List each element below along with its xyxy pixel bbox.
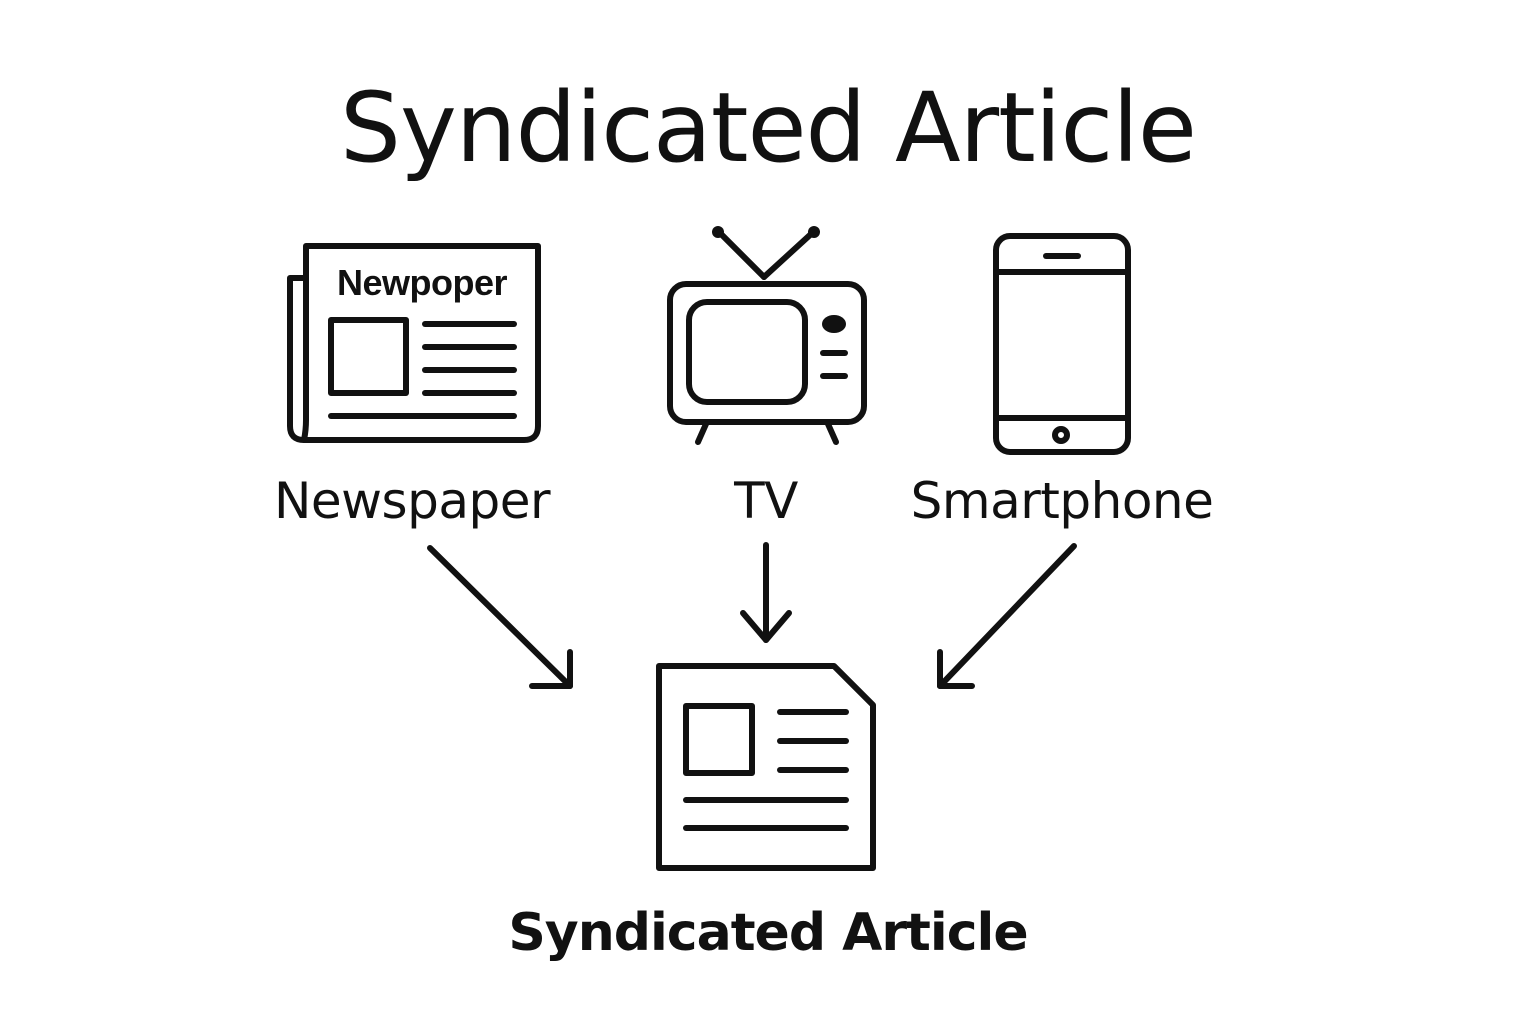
- tv-icon: [667, 232, 867, 445]
- arrow-tv-to-article: [740, 542, 792, 643]
- source-label-smartphone: Smartphone: [910, 472, 1214, 530]
- arrow-smartphone-to-article: [937, 543, 1077, 689]
- tv-antenna-tips: [712, 226, 846, 333]
- source-label-tv: TV: [734, 472, 798, 530]
- target-label: Syndicated Article: [508, 903, 1028, 963]
- source-label-newspaper: Newspaper: [273, 472, 551, 530]
- diagram-title: Syndicated Article: [340, 72, 1197, 184]
- newspaper-masthead: Newpoper: [336, 262, 508, 303]
- arrow-newspaper-to-article: [427, 545, 573, 689]
- article-icon: [656, 663, 876, 871]
- newspaper-icon: [287, 243, 541, 443]
- smartphone-icon: [993, 233, 1131, 455]
